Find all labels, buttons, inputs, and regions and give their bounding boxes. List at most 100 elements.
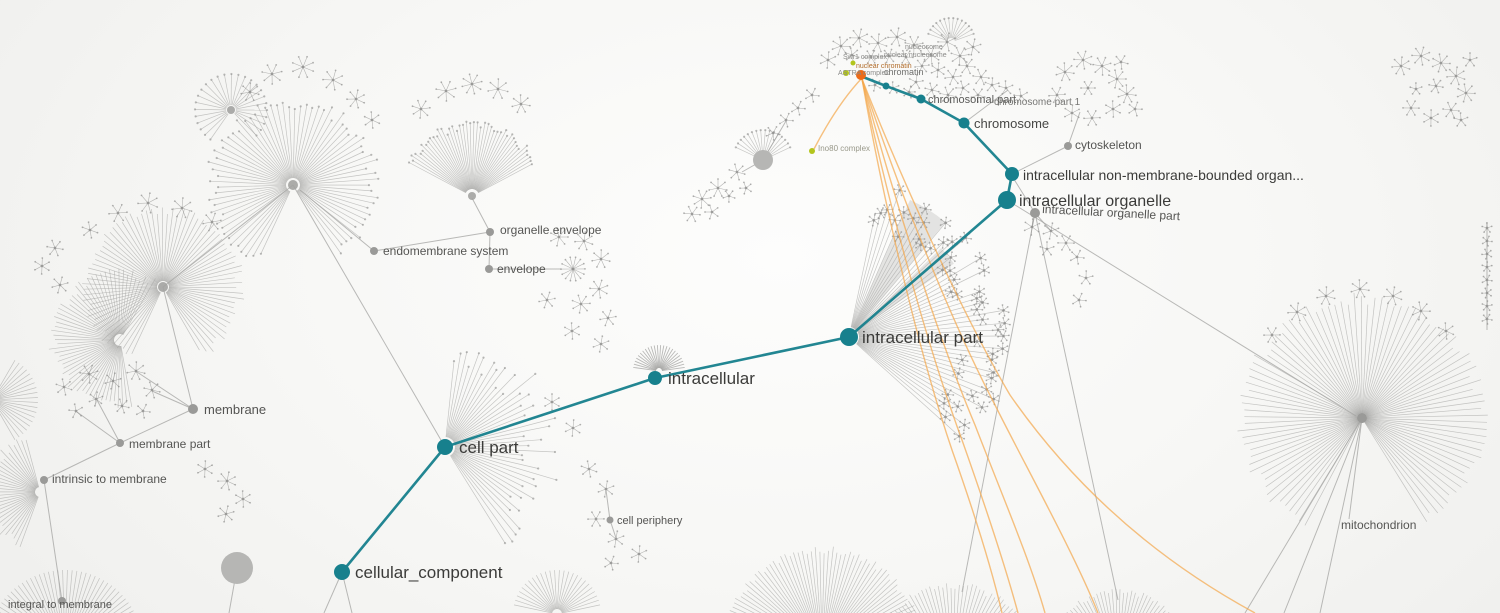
fan-spoke: [257, 105, 291, 179]
graph-node-swr1-complex[interactable]: [850, 60, 856, 66]
fan-spoke: [857, 257, 981, 333]
graph-node-intracellular-non-membrane-bounded-organelle[interactable]: [1005, 167, 1019, 181]
graph-node-intrinsic-to-membrane[interactable]: [40, 476, 48, 484]
fan-spoke: [644, 348, 658, 369]
fan-spoke: [1366, 393, 1483, 418]
fan-spoke: [929, 586, 938, 613]
fan-spoke: [857, 341, 983, 408]
graph-node-chromatin[interactable]: [882, 82, 890, 90]
graph-node-ring-cluster-hub[interactable]: [753, 150, 773, 170]
graph-label-chromatin[interactable]: chromatin: [884, 67, 924, 77]
fan-spoke: [974, 590, 985, 613]
graph-node-intracellular-part[interactable]: [840, 328, 858, 346]
graph-label-astra-complex[interactable]: ASTRA complex: [838, 70, 889, 77]
graph-label-swr1-complex[interactable]: Swr1 complex: [843, 54, 887, 61]
graph-node-nuclear-chromatin-highlight[interactable]: [856, 70, 866, 80]
spoke-tip-dot: [427, 140, 430, 143]
spoke-tip-dot: [780, 135, 784, 138]
graph-node-endomembrane-system[interactable]: [370, 247, 378, 255]
fan-spoke: [845, 569, 877, 613]
graph-node-ino80-complex[interactable]: [809, 148, 815, 154]
fan-spoke: [793, 552, 812, 613]
fan-spoke: [429, 137, 469, 191]
asterisk-burst: [1055, 62, 1075, 82]
graph-label-integral-to-membrane[interactable]: integral to membrane: [8, 599, 112, 611]
graph-label-cellular-component[interactable]: cellular_component: [355, 563, 503, 582]
graph-node-membrane[interactable]: [188, 404, 198, 414]
spoke-tip-dot: [419, 152, 422, 155]
fan-spoke: [661, 363, 685, 371]
spoke-tip-dot: [358, 236, 362, 239]
asterisk-burst: [997, 304, 1010, 317]
graph-label-cytoskeleton[interactable]: cytoskeleton: [1075, 138, 1142, 152]
graph-label-mitochondrion[interactable]: mitochondrion: [1341, 518, 1416, 532]
graph-node-astra-complex[interactable]: [843, 70, 849, 76]
fan-spoke: [0, 400, 38, 403]
fan-spoke: [639, 352, 658, 370]
fan-spoke: [740, 139, 757, 155]
graph-node-cytoskeleton[interactable]: [1064, 142, 1072, 150]
graph-node-cellular-component[interactable]: [334, 564, 350, 580]
graph-node-intracellular-organelle[interactable]: [998, 191, 1016, 209]
fan-spoke: [454, 445, 529, 448]
graph-node-membrane-part[interactable]: [116, 439, 124, 447]
fan-spoke: [293, 104, 308, 179]
fan-spoke: [535, 575, 555, 610]
graph-label-intracellular-part[interactable]: intracellular part: [862, 328, 983, 347]
fan-spoke: [0, 492, 36, 499]
graph-label-intracellular[interactable]: intracellular: [668, 369, 755, 388]
graph-label-intracellular-non-membrane-bounded-organ[interactable]: intracellular non-membrane-bounded organ…: [1023, 167, 1304, 183]
graph-label-membrane-part[interactable]: membrane part: [129, 437, 211, 451]
spoke-tip-dot: [365, 167, 368, 170]
graph-label-intrinsic-to-membrane[interactable]: intrinsic to membrane: [52, 472, 167, 486]
graph-label-organelle-envelope[interactable]: organelle envelope: [500, 223, 602, 237]
graph-label-intracellular-organelle[interactable]: intracellular organelle: [1019, 193, 1171, 210]
fan-spoke: [0, 362, 20, 390]
fan-spoke: [76, 344, 117, 392]
graph-label-cell-periphery[interactable]: cell periphery: [617, 515, 683, 527]
fan-spoke: [451, 454, 520, 529]
fan-spoke: [113, 602, 129, 613]
fan-spoke: [94, 253, 158, 285]
spoke-tip-dot: [288, 106, 291, 109]
fan-spoke: [99, 250, 158, 285]
highlight-edge-orange: [861, 78, 1003, 613]
graph-label-nucleosome[interactable]: nucleosome: [905, 44, 943, 51]
graph-node-envelope[interactable]: [485, 265, 493, 273]
graph-label-cell-part[interactable]: cell part: [459, 438, 519, 457]
graph-node-intracellular[interactable]: [648, 371, 662, 385]
graph-node-organelle-envelope[interactable]: [486, 228, 494, 236]
spoke-tip-dot: [256, 104, 259, 107]
fan-spoke: [1127, 590, 1133, 613]
graph-label-ino80-complex[interactable]: Ino80 complex: [818, 144, 870, 153]
graph-label-chromosomal-part[interactable]: chromosomal part: [928, 94, 1016, 106]
fan-spoke: [472, 122, 478, 190]
graph-node-cell-part[interactable]: [437, 439, 453, 455]
graph-node-filled-cluster-disc[interactable]: [221, 552, 253, 584]
fan-spoke: [86, 277, 118, 335]
graph-node-mitochondrion-hub[interactable]: [1357, 413, 1367, 423]
graph-node-cell-periphery[interactable]: [606, 516, 614, 524]
graph-label-nuclear-chromatin[interactable]: nuclear chromatin: [856, 63, 912, 70]
fan-spoke: [168, 288, 234, 309]
fan-spoke: [92, 345, 118, 400]
graph-label-chromosome[interactable]: chromosome: [974, 116, 1049, 131]
graph-label-chromosome-part-1[interactable]: chromosome part 1: [994, 97, 1081, 108]
graph-label-nuclear-nucleosome[interactable]: nuclear nucleosome: [884, 52, 947, 59]
spoke-tip-dot: [221, 146, 224, 149]
graph-node-intracellular-organelle-part[interactable]: [1030, 208, 1040, 218]
graph-node-chromosome[interactable]: [958, 117, 970, 129]
fan-spoke: [754, 580, 788, 613]
asterisk-burst: [1446, 66, 1466, 86]
fan-spoke: [521, 587, 554, 612]
spoke-tip-dot: [229, 243, 232, 246]
asterisk-burst: [955, 80, 970, 96]
spoke-tip-dot: [500, 131, 503, 134]
graph-label-endomembrane-system[interactable]: endomembrane system: [383, 244, 508, 258]
graph-label-envelope[interactable]: envelope: [497, 262, 546, 276]
graph-node-chromosomal-part[interactable]: [916, 94, 926, 104]
graph-node-integral-to-membrane[interactable]: [58, 597, 66, 605]
asterisk-burst: [1263, 327, 1281, 343]
graph-label-membrane[interactable]: membrane: [204, 402, 266, 417]
